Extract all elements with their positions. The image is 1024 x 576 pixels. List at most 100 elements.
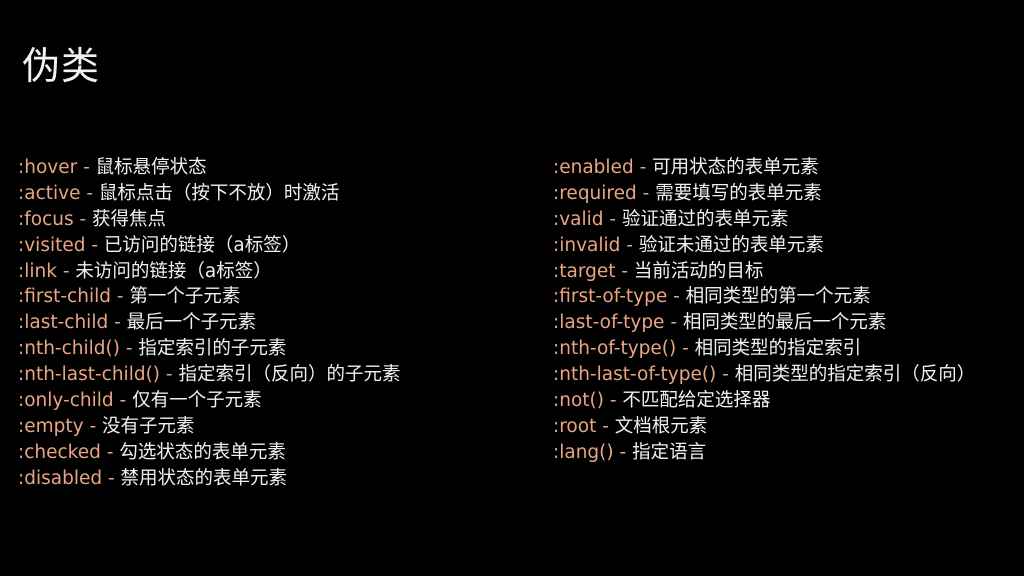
list-item: :link - 未访问的链接（a标签） [18, 259, 518, 285]
separator: - [110, 286, 130, 308]
list-item: :enabled - 可用状态的表单元素 [553, 155, 1023, 181]
selector-description: 勾选状态的表单元素 [119, 441, 286, 463]
selector-description: 验证通过的表单元素 [621, 208, 789, 230]
separator: - [664, 312, 683, 334]
selector-name: :last-child [18, 312, 109, 334]
separator: - [83, 415, 103, 437]
selector-name: :target [553, 260, 616, 282]
selector-name: :invalid [553, 234, 621, 256]
separator: - [636, 182, 656, 204]
separator: - [716, 364, 735, 386]
list-item: :visited - 已访问的链接（a标签） [18, 233, 518, 259]
list-item: :checked - 勾选状态的表单元素 [18, 440, 518, 466]
list-item: :not() - 不匹配给定选择器 [553, 388, 1023, 414]
list-item: :focus - 获得焦点 [18, 207, 518, 233]
list-item: :empty - 没有子元素 [18, 414, 518, 440]
separator: - [108, 312, 127, 334]
list-item: :nth-of-type() - 相同类型的指定索引 [553, 336, 1023, 362]
selector-description: 不匹配给定选择器 [622, 390, 771, 412]
selector-description: 鼠标悬停状态 [95, 157, 207, 178]
selector-name: :only-child [18, 390, 114, 412]
list-item: :first-of-type - 相同类型的第一个元素 [553, 284, 1023, 310]
list-item: :valid - 验证通过的表单元素 [553, 207, 1023, 233]
separator: - [56, 260, 76, 282]
list-item: :invalid - 验证未通过的表单元素 [553, 233, 1023, 259]
selector-name: :not() [553, 390, 604, 412]
list-item: :active - 鼠标点击（按下不放）时激活 [18, 181, 518, 207]
selector-description: 已访问的链接（a标签） [103, 234, 301, 256]
selector-description: 需要填写的表单元素 [655, 182, 822, 204]
separator: - [667, 286, 686, 308]
selector-description: 第一个子元素 [129, 286, 241, 308]
selector-description: 相同类型的指定索引（反向） [734, 364, 976, 386]
list-item: :first-child - 第一个子元素 [18, 284, 518, 310]
selector-name: :root [553, 415, 597, 437]
list-item: :nth-last-child() - 指定索引（反向）的子元素 [18, 362, 518, 388]
selector-name: :nth-child() [18, 338, 120, 360]
selector-description: 获得焦点 [92, 208, 167, 230]
list-item: :nth-last-of-type() - 相同类型的指定索引（反向） [553, 362, 1023, 388]
separator: - [73, 208, 93, 230]
separator: - [620, 234, 639, 256]
selector-description: 鼠标点击（按下不放）时激活 [98, 182, 340, 204]
selector-description: 指定索引的子元素 [138, 338, 287, 360]
separator: - [633, 157, 653, 178]
selector-description: 验证未通过的表单元素 [638, 234, 824, 256]
list-item: :hover - 鼠标悬停状态 [18, 155, 518, 181]
separator: - [102, 467, 121, 489]
selector-name: :first-of-type [553, 286, 668, 308]
selector-name: :checked [18, 441, 101, 463]
selector-name: :active [18, 182, 81, 204]
list-item: :last-of-type - 相同类型的最后一个元素 [553, 310, 1023, 336]
selector-description: 文档根元素 [614, 415, 708, 437]
selector-name: :visited [18, 234, 86, 256]
right-column: :enabled - 可用状态的表单元素 :required - 需要填写的表单… [553, 155, 1023, 466]
selector-description: 指定索引（反向）的子元素 [178, 364, 401, 386]
selector-description: 禁用状态的表单元素 [120, 467, 288, 489]
selector-description: 相同类型的最后一个元素 [682, 312, 887, 334]
list-item: :root - 文档根元素 [553, 414, 1023, 440]
list-item: :only-child - 仅有一个子元素 [18, 388, 518, 414]
list-item: :lang() - 指定语言 [553, 440, 1023, 466]
list-item: :nth-child() - 指定索引的子元素 [18, 336, 518, 362]
separator: - [596, 415, 615, 437]
list-item: :disabled - 禁用状态的表单元素 [18, 466, 518, 492]
selector-description: 未访问的链接（a标签） [75, 260, 272, 282]
separator: - [80, 182, 99, 204]
separator: - [100, 441, 120, 463]
separator: - [615, 260, 634, 282]
slide-title: 伪类 [22, 44, 101, 88]
selector-name: :disabled [18, 467, 103, 489]
selector-name: :lang() [553, 441, 614, 463]
selector-name: :last-of-type [553, 312, 665, 334]
list-item: :target - 当前活动的目标 [553, 259, 1023, 285]
selector-name: :focus [18, 208, 74, 230]
list-item: :required - 需要填写的表单元素 [553, 181, 1023, 207]
selector-description: 最后一个子元素 [126, 312, 257, 334]
selector-description: 相同类型的第一个元素 [685, 286, 871, 308]
selector-name: :nth-last-child() [18, 364, 161, 386]
separator: - [613, 441, 633, 463]
separator: - [113, 390, 133, 412]
selector-description: 仅有一个子元素 [132, 390, 262, 412]
selector-name: :nth-last-of-type() [553, 364, 717, 386]
selector-name: :valid [553, 208, 604, 230]
list-item: :last-child - 最后一个子元素 [18, 310, 518, 336]
selector-name: :empty [18, 415, 84, 437]
selector-description: 没有子元素 [102, 415, 195, 437]
separator: - [160, 364, 179, 386]
selector-name: :required [553, 182, 637, 204]
selector-name: :first-child [18, 286, 111, 308]
separator: - [85, 234, 104, 256]
separator: - [676, 338, 695, 360]
selector-name: :hover [18, 157, 78, 178]
separator: - [77, 157, 96, 178]
selector-description: 相同类型的指定索引 [694, 338, 862, 360]
selector-name: :link [18, 260, 57, 282]
selector-description: 可用状态的表单元素 [652, 157, 819, 178]
selector-description: 当前活动的目标 [633, 260, 764, 282]
selector-name: :nth-of-type() [553, 338, 677, 360]
selector-name: :enabled [553, 157, 634, 178]
separator: - [119, 338, 139, 360]
